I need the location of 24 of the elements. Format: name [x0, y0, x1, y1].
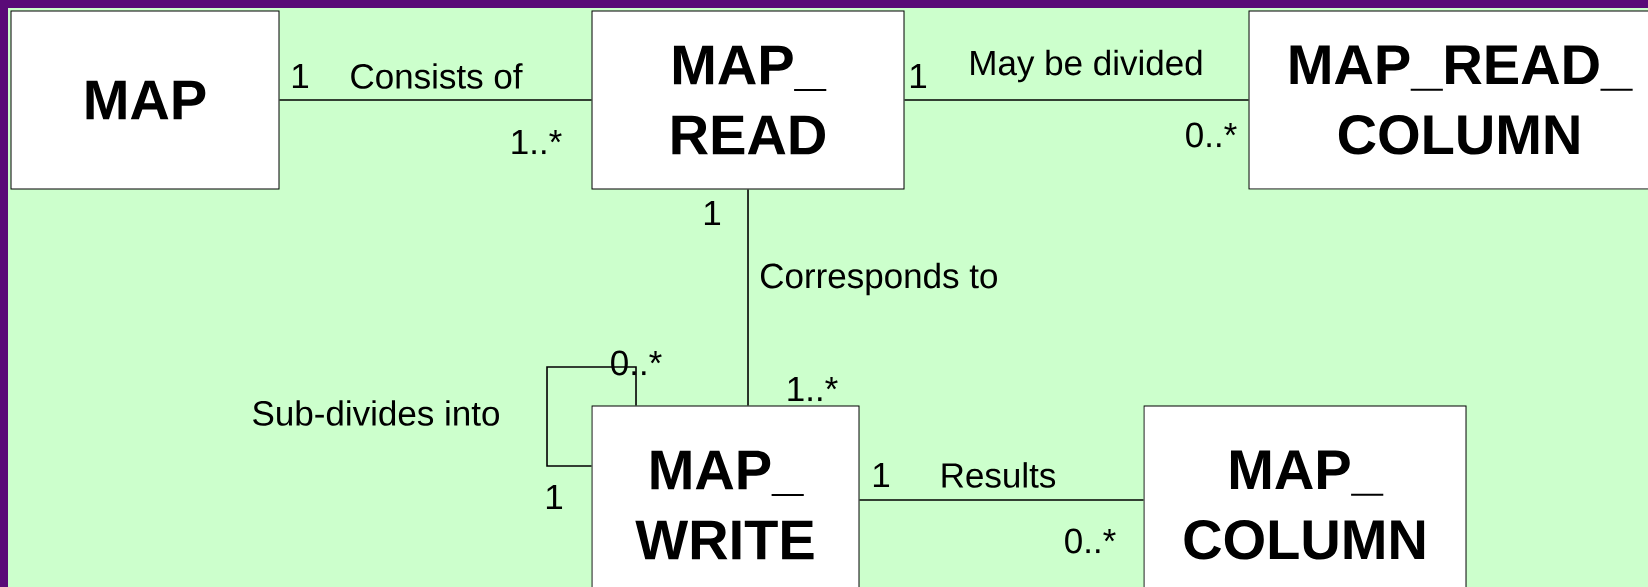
- multiplicity-label: 1: [292, 63, 309, 89]
- edge-label: Consists of: [351, 63, 523, 89]
- multiplicity-label: 1: [910, 63, 927, 89]
- class-box: MAP: [10, 10, 280, 190]
- association-line: [903, 99, 1250, 101]
- class-box: MAP_ READ: [591, 10, 905, 190]
- multiplicity-label: 0..*: [1186, 122, 1237, 148]
- multiplicity-label: 1: [546, 484, 563, 510]
- multiplicity-label: 1: [873, 462, 890, 488]
- multiplicity-label: 0..*: [1065, 528, 1116, 554]
- association-line: [858, 499, 1145, 501]
- class-box: MAP_READ_ COLUMN: [1248, 10, 1648, 190]
- edge-label: Corresponds to: [761, 262, 997, 296]
- association-line: [546, 366, 637, 467]
- edge-label: May be divided: [971, 49, 1202, 83]
- association-line: [278, 99, 593, 101]
- edge-label: Results: [942, 462, 1056, 488]
- multiplicity-label: 1..*: [512, 129, 562, 155]
- class-box: MAP_ COLUMN: [1143, 405, 1467, 587]
- edge-label: Sub-divides into: [253, 400, 499, 426]
- multiplicity-label: 0..*: [611, 350, 662, 376]
- association-line: [747, 188, 749, 407]
- class-box: MAP_ WRITE: [591, 405, 860, 587]
- multiplicity-label: 1: [704, 200, 721, 226]
